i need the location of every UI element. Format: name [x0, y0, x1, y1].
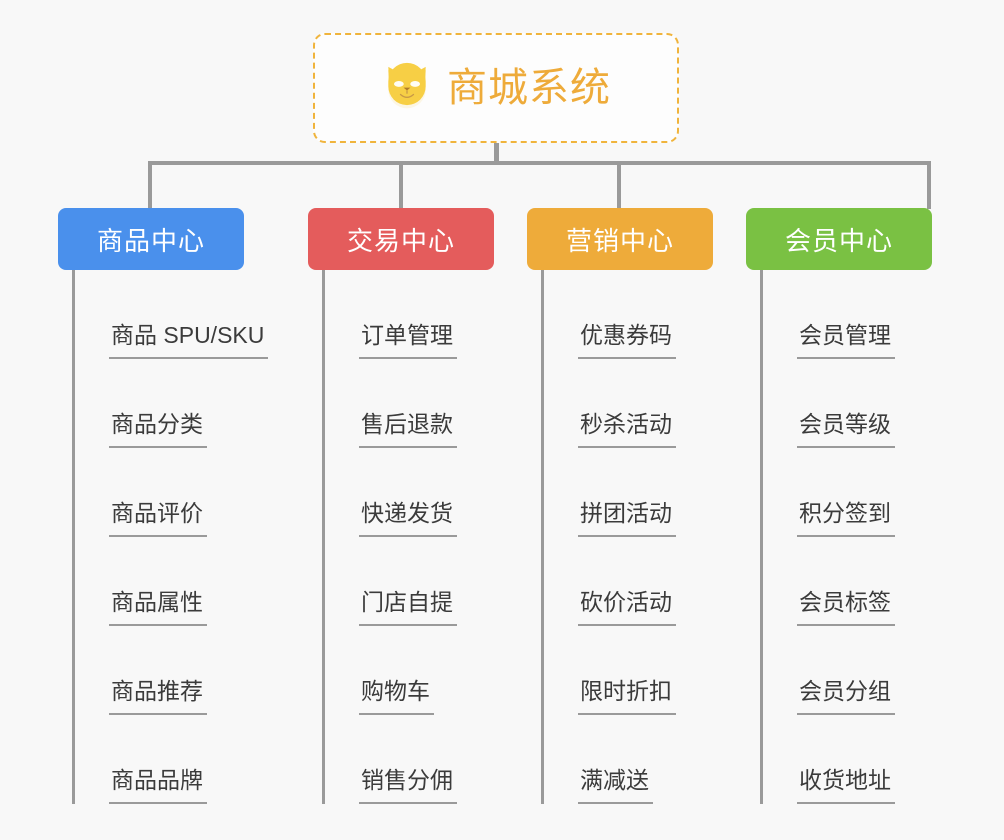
- leaf-label: 快递发货: [359, 500, 457, 537]
- leaf-item[interactable]: 商品 SPU/SKU: [75, 270, 269, 359]
- category-column-product: 商品中心 商品 SPU/SKU 商品分类 商品评价 商品属性 商品推荐 商品品牌: [58, 208, 269, 804]
- category-header-trade[interactable]: 交易中心: [308, 208, 494, 270]
- leaf-item[interactable]: 积分签到: [763, 448, 932, 537]
- leaf-item[interactable]: 订单管理: [325, 270, 494, 359]
- leaf-label: 购物车: [359, 678, 434, 715]
- leaf-label: 商品 SPU/SKU: [109, 322, 269, 359]
- category-header-label: 商品中心: [96, 225, 205, 256]
- connector-drop-3: [617, 161, 621, 209]
- category-column-member: 会员中心 会员管理 会员等级 积分签到 会员标签 会员分组 收货地址: [746, 208, 932, 804]
- leaf-label: 销售分佣: [359, 767, 457, 804]
- leaf-item[interactable]: 满减送: [544, 715, 713, 804]
- leaf-item[interactable]: 商品评价: [75, 448, 244, 537]
- category-header-member[interactable]: 会员中心: [746, 208, 932, 270]
- leaf-item[interactable]: 会员等级: [763, 359, 932, 448]
- connector-drop-4: [927, 161, 931, 209]
- leaf-list-member: 会员管理 会员等级 积分签到 会员标签 会员分组 收货地址: [760, 270, 932, 804]
- leaf-list-product: 商品 SPU/SKU 商品分类 商品评价 商品属性 商品推荐 商品品牌: [72, 270, 269, 804]
- leaf-label: 会员分组: [797, 678, 895, 715]
- leaf-item[interactable]: 购物车: [325, 626, 494, 715]
- leaf-item[interactable]: 会员管理: [763, 270, 932, 359]
- leaf-item[interactable]: 砍价活动: [544, 537, 713, 626]
- leaf-label: 收货地址: [797, 767, 895, 804]
- leaf-label: 秒杀活动: [578, 411, 676, 448]
- leaf-label: 拼团活动: [578, 500, 676, 537]
- leaf-item[interactable]: 售后退款: [325, 359, 494, 448]
- leaf-label: 满减送: [578, 767, 653, 804]
- root-node[interactable]: 商城系统: [313, 33, 679, 143]
- leaf-label: 订单管理: [359, 322, 457, 359]
- leaf-label: 售后退款: [359, 411, 457, 448]
- leaf-item[interactable]: 拼团活动: [544, 448, 713, 537]
- leaf-label: 砍价活动: [578, 589, 676, 626]
- connector-drop-1: [148, 161, 152, 209]
- leaf-item[interactable]: 会员标签: [763, 537, 932, 626]
- leaf-item[interactable]: 商品分类: [75, 359, 244, 448]
- category-header-label: 会员中心: [784, 225, 893, 256]
- category-header-label: 交易中心: [346, 225, 455, 256]
- leaf-label: 商品推荐: [109, 678, 207, 715]
- leaf-label: 商品品牌: [109, 767, 207, 804]
- leaf-label: 商品分类: [109, 411, 207, 448]
- leaf-item[interactable]: 会员分组: [763, 626, 932, 715]
- leaf-label: 优惠券码: [578, 322, 676, 359]
- leaf-item[interactable]: 商品属性: [75, 537, 244, 626]
- category-column-trade: 交易中心 订单管理 售后退款 快递发货 门店自提 购物车 销售分佣: [308, 208, 494, 804]
- leaf-item[interactable]: 限时折扣: [544, 626, 713, 715]
- leaf-item[interactable]: 商品品牌: [75, 715, 244, 804]
- connector-root-stem: [494, 143, 499, 165]
- leaf-label: 商品评价: [109, 500, 207, 537]
- leaf-label: 积分签到: [797, 500, 895, 537]
- leaf-label: 会员标签: [797, 589, 895, 626]
- leaf-label: 商品属性: [109, 589, 207, 626]
- category-header-label: 营销中心: [565, 225, 674, 256]
- category-header-marketing[interactable]: 营销中心: [527, 208, 713, 270]
- leaf-item[interactable]: 门店自提: [325, 537, 494, 626]
- leaf-list-marketing: 优惠券码 秒杀活动 拼团活动 砍价活动 限时折扣 满减送: [541, 270, 713, 804]
- leaf-item[interactable]: 秒杀活动: [544, 359, 713, 448]
- root-title: 商城系统: [447, 66, 611, 110]
- leaf-list-trade: 订单管理 售后退款 快递发货 门店自提 购物车 销售分佣: [322, 270, 494, 804]
- connector-horizontal-bus: [148, 161, 931, 165]
- leaf-label: 会员管理: [797, 322, 895, 359]
- leaf-item[interactable]: 收货地址: [763, 715, 932, 804]
- leaf-label: 限时折扣: [578, 678, 676, 715]
- leaf-label: 会员等级: [797, 411, 895, 448]
- connector-drop-2: [399, 161, 403, 209]
- shiba-inu-icon: [388, 62, 426, 109]
- category-column-marketing: 营销中心 优惠券码 秒杀活动 拼团活动 砍价活动 限时折扣 满减送: [527, 208, 713, 804]
- leaf-item[interactable]: 优惠券码: [544, 270, 713, 359]
- leaf-item[interactable]: 商品推荐: [75, 626, 244, 715]
- leaf-label: 门店自提: [359, 589, 457, 626]
- category-header-product[interactable]: 商品中心: [58, 208, 244, 270]
- leaf-item[interactable]: 快递发货: [325, 448, 494, 537]
- leaf-item[interactable]: 销售分佣: [325, 715, 494, 804]
